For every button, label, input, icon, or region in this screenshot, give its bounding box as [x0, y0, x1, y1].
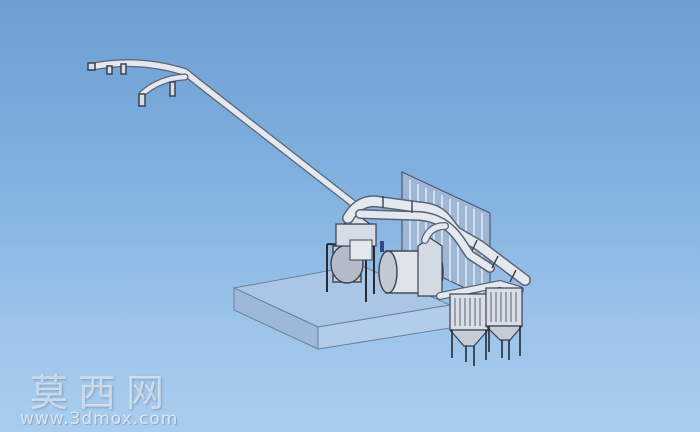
- floor-platform: [232, 264, 452, 350]
- blue-figure: [380, 241, 384, 252]
- drum-fan: [378, 237, 444, 297]
- overhead-duct: [92, 59, 359, 209]
- duct-network: [342, 195, 531, 300]
- duct-hood-nozzles: [87, 62, 176, 107]
- watermark-logo-text: 莫西网: [30, 371, 175, 415]
- watermark-url: www.3dmox.com: [20, 409, 179, 429]
- dust-collector-left: [448, 293, 490, 366]
- duct-flanges: [382, 196, 517, 283]
- dust-collector-right: [484, 287, 524, 360]
